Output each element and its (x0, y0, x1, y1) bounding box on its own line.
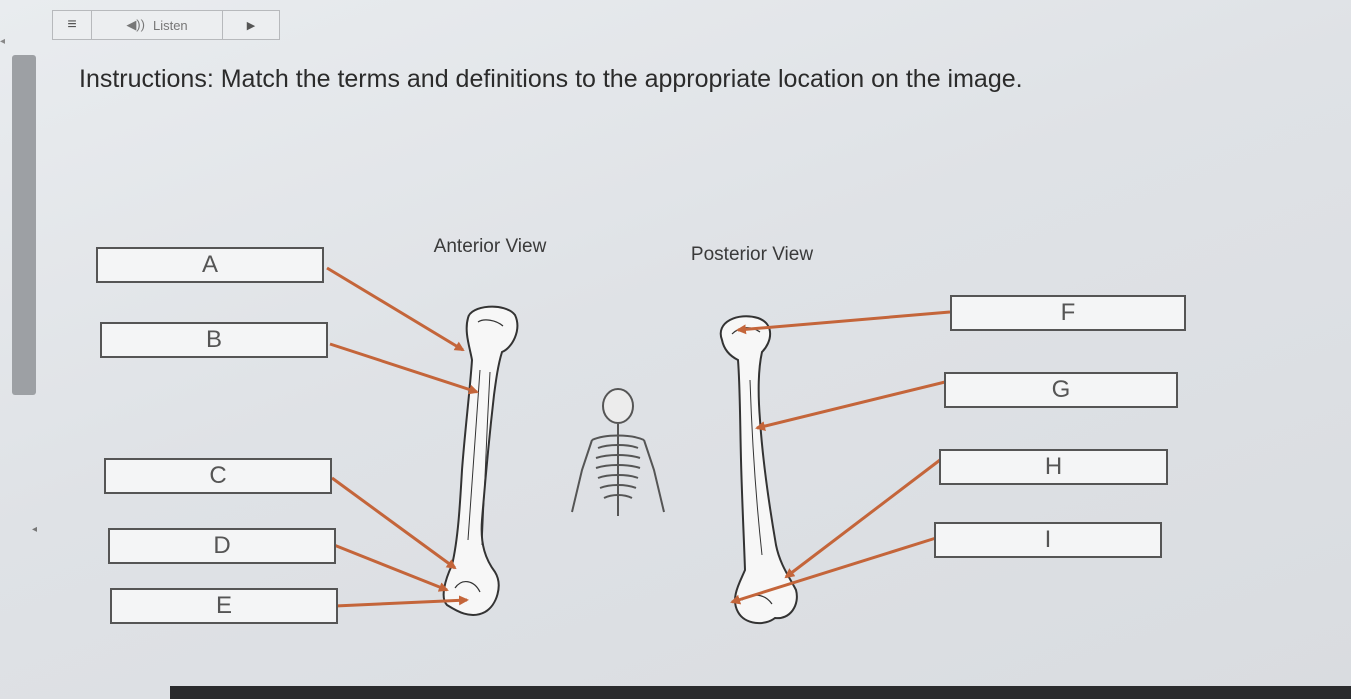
label-box-e[interactable]: E (110, 588, 338, 624)
label-box-a[interactable]: A (96, 247, 324, 283)
play-icon: ▶ (246, 19, 256, 32)
arrow-g (755, 380, 946, 431)
label-box-g[interactable]: G (944, 372, 1178, 408)
collapse-arrow-icon[interactable]: ◂ (0, 36, 6, 47)
listen-label: Listen (152, 17, 188, 33)
anterior-humerus (442, 305, 519, 616)
menu-button[interactable]: ≡ (52, 10, 92, 40)
arrow-e (334, 595, 469, 608)
arrow-c (331, 476, 457, 570)
anterior-view-title: Anterior View (433, 236, 547, 257)
arrow-b (329, 342, 479, 395)
speaker-icon: ◀)) (126, 17, 145, 32)
arrow-d (333, 543, 449, 592)
arrow-h (784, 458, 941, 579)
label-box-f[interactable]: F (950, 295, 1186, 331)
arrow-f (736, 310, 951, 335)
taskbar-edge (170, 686, 1351, 699)
skeleton-icon (571, 388, 665, 516)
posterior-view-title: Posterior View (690, 244, 814, 265)
instructions-text: Instructions: Match the terms and defini… (79, 65, 1023, 93)
label-box-i[interactable]: I (934, 522, 1162, 558)
arrow-i (730, 536, 937, 605)
posterior-humerus (719, 315, 798, 625)
play-options-button[interactable]: ▶ (223, 10, 280, 40)
label-box-d[interactable]: D (108, 528, 336, 564)
scrollbar-thumb[interactable] (12, 55, 36, 395)
label-box-b[interactable]: B (100, 322, 328, 358)
pointer-arrows (326, 266, 951, 608)
listen-button[interactable]: ◀)) Listen (92, 10, 223, 40)
arrow-a (326, 266, 465, 352)
label-box-h[interactable]: H (939, 449, 1168, 485)
expand-arrow-icon[interactable]: ◂ (32, 524, 38, 535)
label-box-c[interactable]: C (104, 458, 332, 494)
reading-toolbar: ≡ ◀)) Listen ▶ (52, 10, 280, 40)
menu-icon: ≡ (67, 16, 77, 33)
